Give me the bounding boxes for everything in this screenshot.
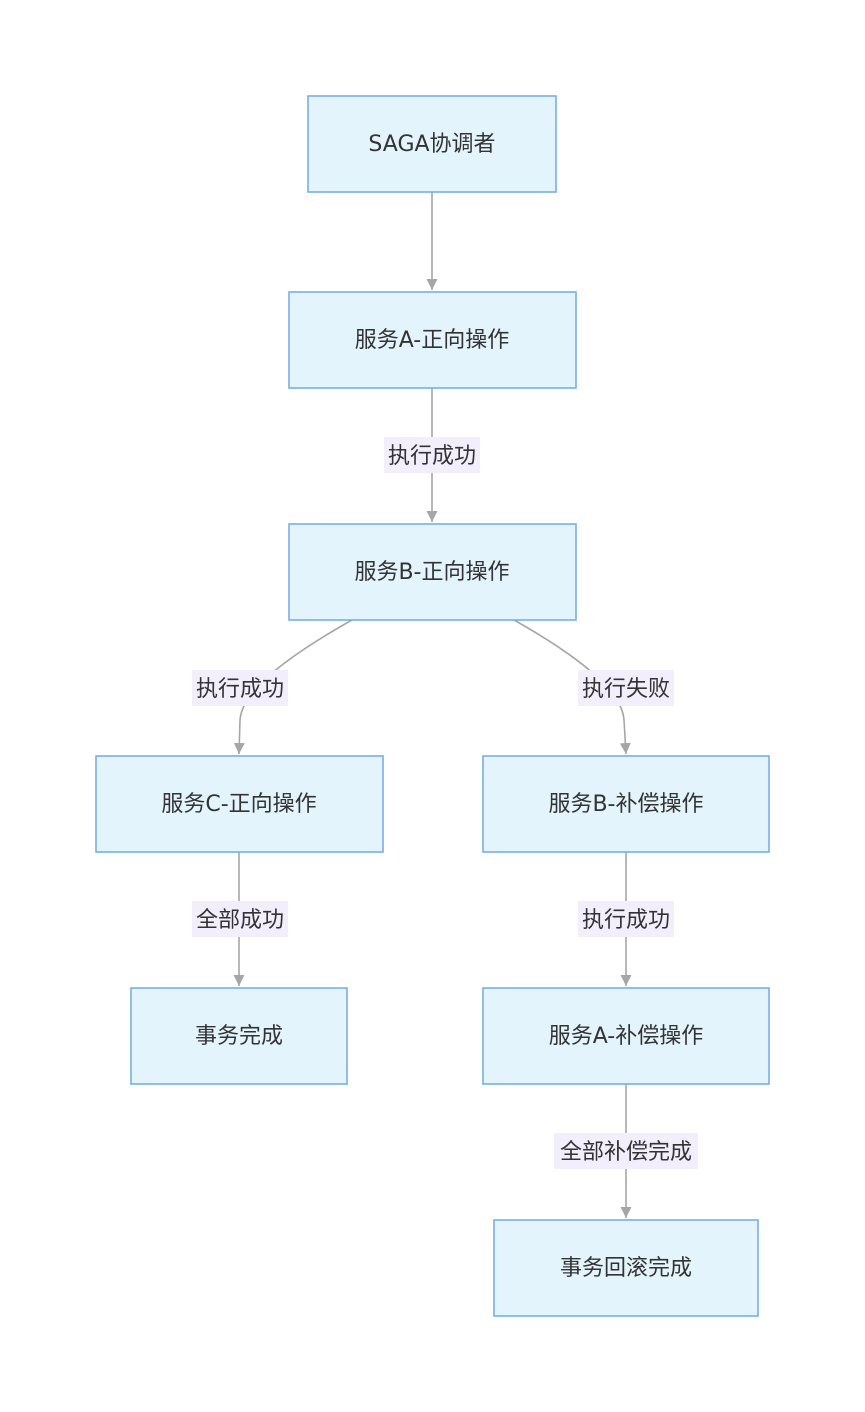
svg-text:事务完成: 事务完成 bbox=[195, 1024, 283, 1049]
node-service-a-compensate: 服务A-补偿操作 bbox=[482, 987, 770, 1085]
edge-label-a-to-b: 执行成功 bbox=[384, 437, 480, 473]
edge-label-b-to-c: 执行成功 bbox=[192, 670, 288, 706]
edge-label-c-to-done: 全部成功 bbox=[192, 901, 288, 937]
svg-text:SAGA协调者: SAGA协调者 bbox=[368, 132, 495, 157]
svg-text:服务B-补偿操作: 服务B-补偿操作 bbox=[548, 792, 703, 817]
svg-text:执行成功: 执行成功 bbox=[388, 444, 476, 469]
node-transaction-complete: 事务完成 bbox=[130, 987, 348, 1085]
svg-text:全部补偿完成: 全部补偿完成 bbox=[560, 1140, 692, 1165]
node-service-c-forward: 服务C-正向操作 bbox=[95, 755, 384, 853]
svg-text:服务A-补偿操作: 服务A-补偿操作 bbox=[549, 1024, 704, 1049]
svg-text:执行成功: 执行成功 bbox=[582, 908, 670, 933]
svg-text:事务回滚完成: 事务回滚完成 bbox=[560, 1256, 692, 1281]
node-service-b-forward: 服务B-正向操作 bbox=[288, 523, 577, 621]
edge-label-a-comp-to-rollback: 全部补偿完成 bbox=[554, 1133, 698, 1169]
node-service-b-compensate: 服务B-补偿操作 bbox=[482, 755, 770, 853]
node-service-a-forward: 服务A-正向操作 bbox=[288, 291, 577, 389]
node-saga-coordinator: SAGA协调者 bbox=[307, 95, 557, 193]
svg-text:服务B-正向操作: 服务B-正向操作 bbox=[354, 560, 509, 585]
edge-label-b-to-b-compensate: 执行失败 bbox=[578, 670, 674, 706]
svg-text:执行成功: 执行成功 bbox=[196, 677, 284, 702]
svg-text:服务C-正向操作: 服务C-正向操作 bbox=[161, 792, 316, 817]
svg-text:执行失败: 执行失败 bbox=[582, 677, 670, 702]
svg-text:全部成功: 全部成功 bbox=[196, 908, 284, 933]
svg-text:服务A-正向操作: 服务A-正向操作 bbox=[355, 328, 510, 353]
node-rollback-complete: 事务回滚完成 bbox=[493, 1219, 759, 1317]
edge-label-b-comp-to-a-comp: 执行成功 bbox=[578, 901, 674, 937]
